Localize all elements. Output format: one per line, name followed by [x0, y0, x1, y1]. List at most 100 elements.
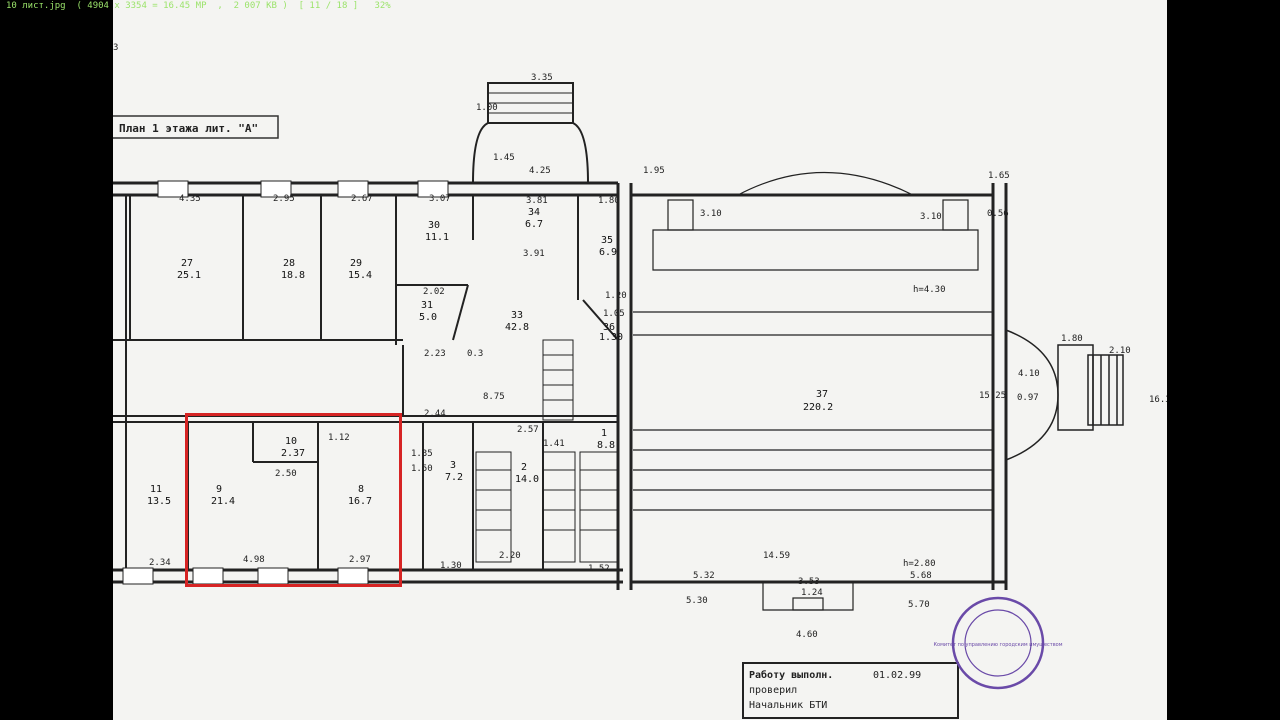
dimension-label: h=4.30	[913, 285, 946, 295]
dimension-label: 15.25	[979, 391, 1006, 401]
room-35-number: 35	[601, 235, 613, 246]
dimension-label: 8.75	[483, 392, 505, 402]
dimension-label: 0.56	[987, 209, 1009, 219]
room-27-area: 25.1	[177, 270, 201, 281]
dimension-label: 14.59	[763, 551, 790, 561]
interior-walls	[113, 195, 619, 570]
dimension-label: 2.10	[1109, 346, 1131, 356]
dimension-label: 3.10	[920, 212, 942, 222]
room-9-number: 9	[216, 484, 222, 495]
dimension-label: 1.52	[588, 564, 610, 574]
dimension-label: 5.32	[693, 571, 715, 581]
corner-mark: 3	[113, 43, 118, 53]
room-33-number: 33	[511, 310, 523, 321]
dimension-label: 1.12	[328, 433, 350, 443]
dimension-label: 1.20	[605, 291, 627, 301]
room-30-number: 30	[428, 220, 440, 231]
floor-plan-drawing: 3 План 1 этажа лит. "А"	[113, 43, 1167, 719]
dimension-labels: 3.35 1.00 4.25 1.45 1.95 1.65 4.35 2.95 …	[149, 73, 1167, 640]
room-3-area: 7.2	[445, 472, 463, 483]
windows	[122, 180, 449, 585]
dimension-label: 2.44	[424, 409, 446, 419]
footer-stamp-date: 01.02.99	[873, 670, 921, 681]
room-8-number: 8	[358, 484, 364, 495]
viewer-info-bar: 10 лист.jpg ( 4904 x 3354 = 16.45 MP , 2…	[0, 0, 1280, 14]
dimension-label: 4.35	[179, 194, 201, 204]
room-31-area: 5.0	[419, 312, 437, 323]
dimension-label: h=2.80	[903, 559, 936, 569]
dimension-label: 5.68	[910, 571, 932, 581]
hall-37	[633, 171, 993, 611]
room-1-area: 8.8	[597, 440, 615, 451]
seal-text: Комитет по управлению городским имуществ…	[933, 642, 1062, 648]
room-36-area: 1.30	[599, 332, 623, 343]
dimension-label: 2.34	[149, 558, 171, 568]
dimension-label: 2.97	[349, 555, 371, 565]
dimension-label: 0.3	[467, 349, 483, 359]
dimension-label: 1.45	[493, 153, 515, 163]
selected-area-highlight	[185, 413, 402, 587]
room-9-area: 21.4	[211, 496, 235, 507]
image-info-text: 10 лист.jpg ( 4904 x 3354 = 16.45 MP , 2…	[6, 1, 391, 11]
dimension-label: 4.60	[796, 630, 818, 640]
dimension-label: 3.07	[429, 194, 451, 204]
room-33-area: 42.8	[505, 322, 529, 333]
room-28-area: 18.8	[281, 270, 305, 281]
room-2-area: 14.0	[515, 474, 539, 485]
dimension-label: 1.80	[598, 196, 620, 206]
room-11-area: 13.5	[147, 496, 171, 507]
dimension-label: 2.23	[424, 349, 446, 359]
plan-title-stamp: План 1 этажа лит. "А"	[119, 122, 258, 135]
dimension-label: 1.50	[411, 464, 433, 474]
room-29-area: 15.4	[348, 270, 372, 281]
dimension-label: 1.00	[476, 103, 498, 113]
room-35-area: 6.9	[599, 247, 617, 258]
room-34-number: 34	[528, 207, 540, 218]
footer-stamp-line1: Работу выполн.	[749, 669, 833, 681]
dimension-label: 1.30	[440, 561, 462, 571]
footer-stamp-line3: Начальник БТИ	[749, 700, 827, 711]
dimension-label: 5.70	[908, 600, 930, 610]
dimension-label: 2.67	[351, 194, 373, 204]
dimension-label: 2.02	[423, 287, 445, 297]
dimension-label: 4.98	[243, 555, 265, 565]
official-seal: Комитет по управлению городским имуществ…	[933, 596, 1063, 690]
dimension-label: 2.50	[275, 469, 297, 479]
dimension-label: 3.81	[526, 196, 548, 206]
room-8-area: 16.7	[348, 496, 372, 507]
dimension-label: 1.24	[801, 588, 823, 598]
east-entrance	[1005, 329, 1124, 461]
dimension-label: 2.95	[273, 194, 295, 204]
dimension-label: 4.25	[529, 166, 551, 176]
dimension-label: 0.97	[1017, 393, 1039, 403]
room-27-number: 27	[181, 258, 193, 269]
room-28-number: 28	[283, 258, 295, 269]
room-2-number: 2	[521, 462, 527, 473]
room-34-area: 6.7	[525, 219, 543, 230]
dimension-label: 1.65	[988, 171, 1010, 181]
room-labels: 27 25.1 28 18.8 29 15.4 30 11.1 34 6.7 3…	[147, 207, 833, 507]
room-1-number: 1	[601, 428, 607, 439]
dimension-label: 1.95	[643, 166, 665, 176]
dimension-label: 4.10	[1018, 369, 1040, 379]
dimension-label: 5.30	[686, 596, 708, 606]
dimension-label: 1.80	[1061, 334, 1083, 344]
footer-stamp-line2: проверил	[749, 685, 797, 696]
room-29-number: 29	[350, 258, 362, 269]
dimension-label: 1.41	[543, 439, 565, 449]
dimension-label: 16.35	[1149, 395, 1167, 405]
room-37-area: 220.2	[803, 402, 833, 413]
room-37-number: 37	[816, 389, 828, 400]
north-porch	[472, 82, 589, 184]
footer-stamp: Работу выполн. 01.02.99 проверил Начальн…	[742, 662, 959, 719]
floor-plan-sheet[interactable]: 3 План 1 этажа лит. "А"	[113, 0, 1167, 720]
dimension-label: 3.10	[700, 209, 722, 219]
room-11-number: 11	[150, 484, 162, 495]
room-10-number: 10	[285, 436, 297, 447]
room-36-number: 36	[603, 322, 615, 333]
dimension-label: 1.35	[411, 449, 433, 459]
dimension-label: 1.05	[603, 309, 625, 319]
dimension-label: 2.20	[499, 551, 521, 561]
dimension-label: 3.35	[531, 73, 553, 83]
room-31-number: 31	[421, 300, 433, 311]
